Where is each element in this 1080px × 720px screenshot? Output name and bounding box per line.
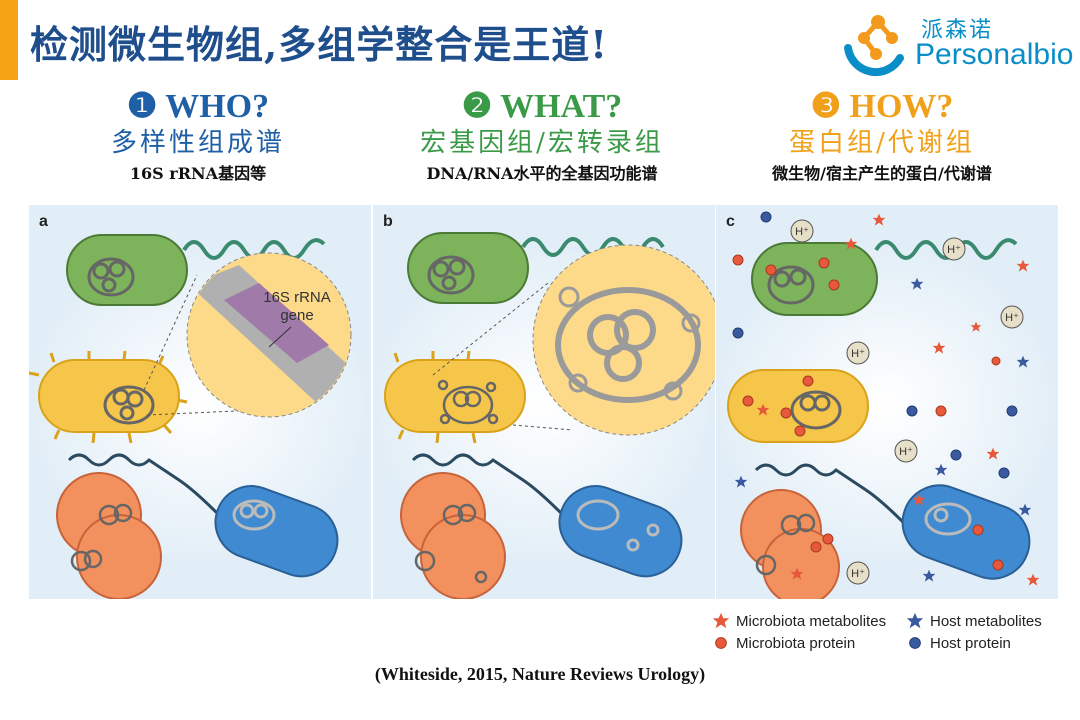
column-what-subtitle: 宏基因组/宏转录组 xyxy=(372,126,712,160)
logo: 派森诺 Personalbio xyxy=(838,8,1070,78)
column-what-title: ❷ WHAT? xyxy=(372,88,712,126)
legend-host: Host metabolites Host protein xyxy=(906,610,1042,654)
zoom-label-line1: 16S rRNA xyxy=(263,289,331,306)
legend-label: Microbiota protein xyxy=(736,635,855,652)
blue-star-icon xyxy=(906,612,924,630)
green-bacterium xyxy=(408,233,528,303)
column-how-title: ❸ HOW? xyxy=(712,88,1052,126)
slide-title: 检测微生物组,多组学整合是王道! xyxy=(30,14,608,69)
legend-item-microbiota-metabolites: Microbiota metabolites xyxy=(712,610,886,632)
h-ion-label-2: H⁺ xyxy=(947,244,961,256)
h-ion-label-3: H⁺ xyxy=(1005,312,1019,324)
red-star-icon xyxy=(712,612,730,630)
zoom-label-line2: gene xyxy=(280,307,313,324)
citation: (Whiteside, 2015, Nature Reviews Urology… xyxy=(0,664,1080,685)
column-what-desc: DNA/RNA水平的全基因功能谱 xyxy=(372,160,712,188)
panel-b-letter: b xyxy=(383,213,393,231)
panel-c-illustration: H⁺ H⁺ H⁺ H⁺ H⁺ H⁺ c xyxy=(716,205,1058,599)
legend-label: Host metabolites xyxy=(930,613,1042,630)
legend-item-host-protein: Host protein xyxy=(906,632,1042,654)
column-how: ❸ HOW? 蛋白组/代谢组 微生物/宿主产生的蛋白/代谢谱 xyxy=(712,88,1052,188)
logo-molecule-icon xyxy=(838,8,918,78)
legend-item-host-metabolites: Host metabolites xyxy=(906,610,1042,632)
h-ion-label-1: H⁺ xyxy=(795,226,809,238)
panel-b-illustration: b xyxy=(373,205,715,599)
legend-item-microbiota-protein: Microbiota protein xyxy=(712,632,886,654)
panel-a-letter: a xyxy=(39,213,48,231)
column-who: ❶ WHO? 多样性组成谱 16S rRNA基因等 xyxy=(28,88,368,188)
accent-bar xyxy=(0,0,18,80)
legend-label: Host protein xyxy=(930,635,1011,652)
column-how-subtitle: 蛋白组/代谢组 xyxy=(712,126,1052,160)
panel-a-illustration: 16S rRNA gene a xyxy=(29,205,371,599)
panel-c-letter: c xyxy=(726,213,735,231)
red-dot-icon xyxy=(712,634,730,652)
column-who-title: ❶ WHO? xyxy=(28,88,368,126)
green-bacterium xyxy=(67,235,187,305)
legend-microbiota: Microbiota metabolites Microbiota protei… xyxy=(712,610,886,654)
logo-english-text: Personalbio xyxy=(915,38,1073,72)
legend-label: Microbiota metabolites xyxy=(736,613,886,630)
column-who-desc: 16S rRNA基因等 xyxy=(28,160,368,188)
column-how-desc: 微生物/宿主产生的蛋白/代谢谱 xyxy=(712,160,1052,188)
column-who-subtitle: 多样性组成谱 xyxy=(28,126,368,160)
h-ion-label-5: H⁺ xyxy=(899,446,913,458)
column-what: ❷ WHAT? 宏基因组/宏转录组 DNA/RNA水平的全基因功能谱 xyxy=(372,88,712,188)
h-ion-label-6: H⁺ xyxy=(851,568,865,580)
blue-dot-icon xyxy=(906,634,924,652)
h-ion-label-4: H⁺ xyxy=(851,348,865,360)
